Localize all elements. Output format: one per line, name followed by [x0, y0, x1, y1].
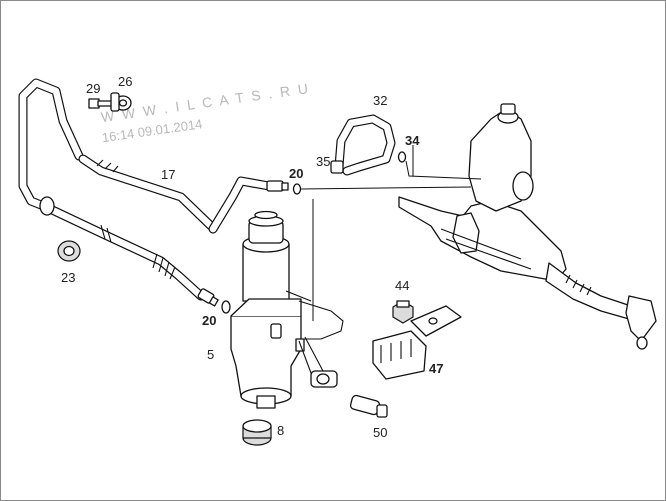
callout-47: 47 [429, 361, 443, 376]
callout-5: 5 [207, 347, 214, 362]
part-29-bolt [88, 98, 113, 109]
steering-gear [398, 103, 657, 350]
part-44-nut [392, 300, 414, 324]
hose-17 [78, 154, 289, 234]
part-5-pump [230, 210, 344, 409]
callout-23: 23 [61, 270, 75, 285]
part-47-relay [372, 305, 462, 380]
part-20-washer-upper [292, 183, 302, 195]
callout-35: 35 [316, 154, 330, 169]
watermark: W W W . I L C A T S . R U 16:14 09.01.20… [100, 80, 311, 145]
leader-lines [300, 145, 482, 321]
callout-17: 17 [161, 167, 175, 182]
callout-29: 29 [86, 81, 100, 96]
part-8-mount [242, 419, 272, 446]
part-26-clamp [110, 92, 132, 112]
callout-32: 32 [373, 93, 387, 108]
callout-20-lower: 20 [202, 313, 216, 328]
part-35-clip [330, 160, 344, 174]
return-pipe [18, 78, 84, 212]
pressure-hose [39, 196, 219, 307]
part-34-washer [397, 151, 407, 163]
part-23-ring [57, 240, 81, 262]
part-50-sensor [349, 394, 388, 418]
callout-50: 50 [373, 425, 387, 440]
callout-26: 26 [118, 74, 132, 89]
callout-8: 8 [277, 423, 284, 438]
callout-34: 34 [405, 133, 420, 148]
part-20-washer-lower [221, 300, 231, 314]
callout-20-upper: 20 [289, 166, 303, 181]
callout-44: 44 [395, 278, 409, 293]
callouts: 29 26 32 34 17 20 35 23 20 5 44 47 8 50 [61, 74, 443, 440]
part-32-pipe [334, 114, 396, 176]
